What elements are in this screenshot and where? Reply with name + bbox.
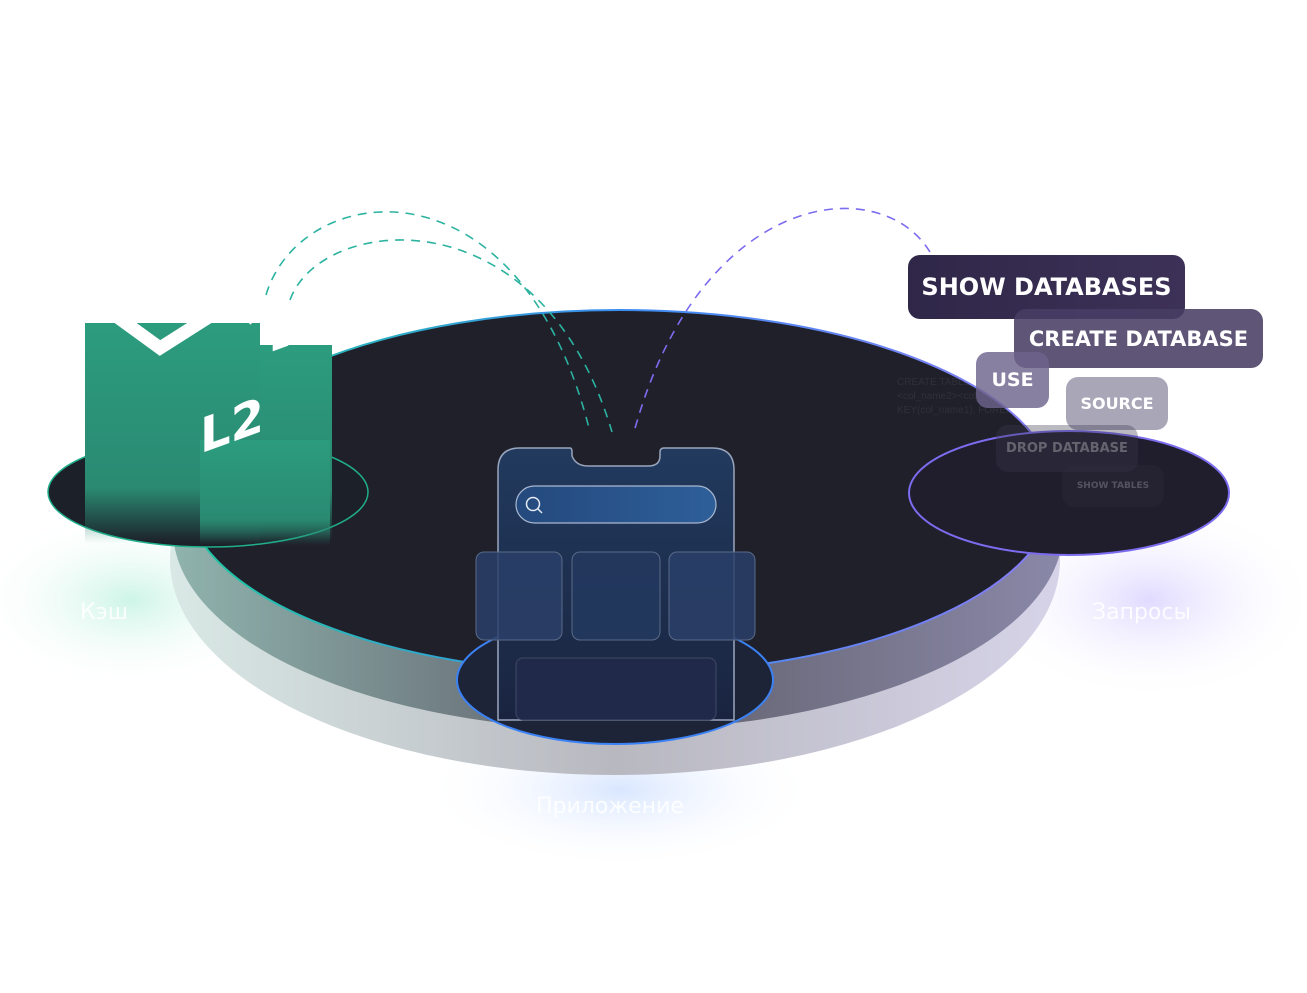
app-label: Приложение — [536, 794, 684, 819]
connector-cache-app-2 — [289, 239, 613, 433]
command-drop-database[interactable]: DROP DATABASE — [996, 425, 1138, 472]
phone-search-bar[interactable] — [515, 485, 717, 524]
command-use[interactable]: USE — [976, 352, 1049, 408]
command-source[interactable]: SOURCE — [1066, 377, 1168, 430]
queries-disc — [908, 430, 1230, 556]
command-show-tables[interactable]: SHOW TABLES — [1062, 465, 1164, 507]
cache-level-l1 — [95, 267, 265, 368]
cache-label: Кэш — [80, 600, 128, 625]
queries-label: Запросы — [1092, 600, 1191, 625]
code-line-2: <col_name2><col_type2>... — [897, 391, 1021, 402]
cache-level-l3-prefix: L — [270, 318, 290, 361]
code-line-1: CREATE TABLE <... — [897, 377, 988, 388]
phone-card-3[interactable] — [668, 551, 756, 641]
search-icon-handle — [537, 508, 543, 514]
connector-queries-app — [633, 207, 931, 433]
search-icon — [525, 496, 541, 512]
command-show-databases[interactable]: SHOW DATABASES — [908, 255, 1185, 319]
cache-level-l2-prefix: L — [200, 398, 231, 466]
phone-content-block — [515, 657, 717, 721]
l1-glyph-icon — [101, 267, 260, 356]
cache-bar-l2 — [200, 440, 330, 545]
connector-cache-app-1 — [265, 211, 591, 433]
command-create-database[interactable]: CREATE DATABASE — [1014, 309, 1263, 368]
phone-card-2[interactable] — [571, 551, 661, 641]
phone-card-1[interactable] — [475, 551, 563, 641]
code-line-3: KEY(col_name1), FOREIGN... — [897, 405, 1033, 416]
